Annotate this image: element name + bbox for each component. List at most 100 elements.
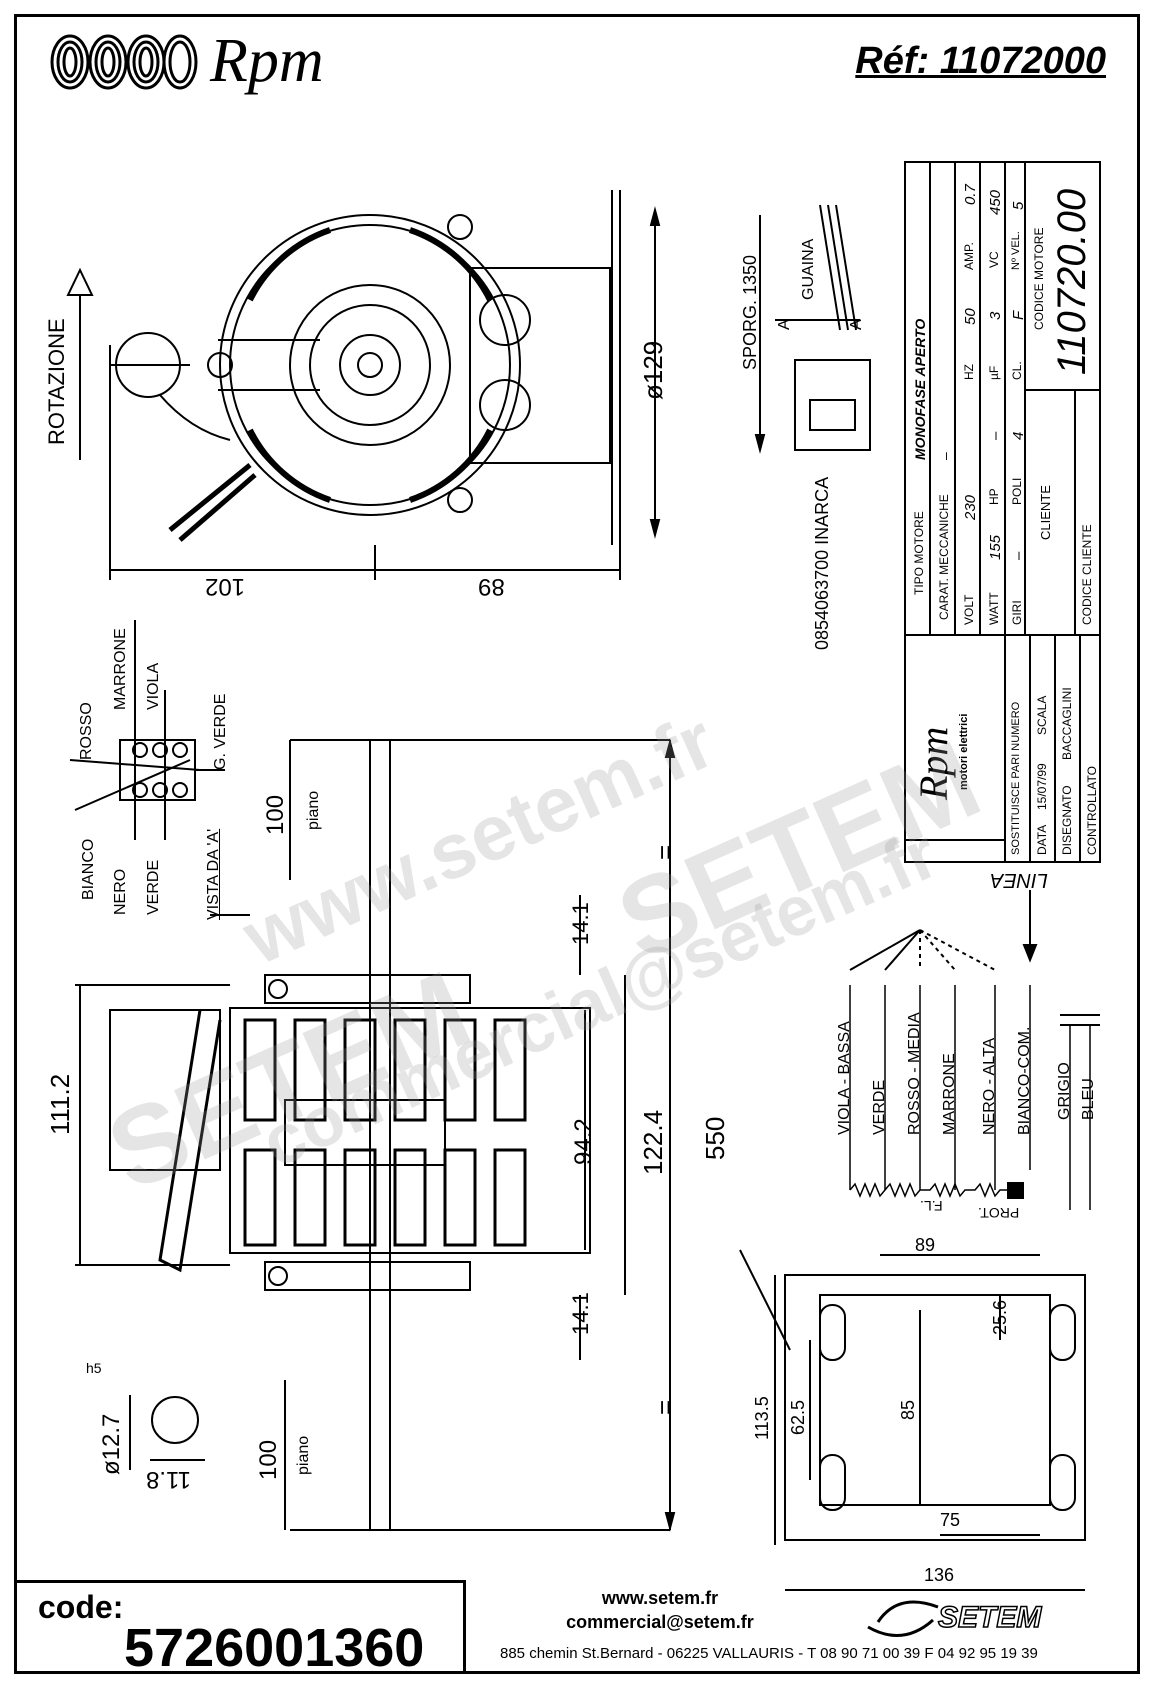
- tb-vc-value: 450: [987, 189, 1004, 215]
- shaft-flat: 11.8: [146, 1466, 191, 1493]
- dim-89-top: 89: [478, 573, 505, 600]
- tb-controllato-label: CONTROLLATO: [1085, 766, 1099, 855]
- tb-nvel-label: Nº VEL.: [1010, 231, 1022, 270]
- section-a-right: A: [848, 319, 865, 330]
- wire-g-verde: G. VERDE: [212, 693, 229, 770]
- tb-codice-motore: 110720.00: [1050, 188, 1094, 375]
- tb-nvel-value: 5: [1010, 201, 1027, 210]
- tb-watt-value: 155: [987, 534, 1004, 560]
- dim-14-1-bottom: 14.1: [568, 1292, 593, 1335]
- tb-poli-value: 4: [1010, 431, 1027, 440]
- tb-hz-label: HZ: [962, 364, 976, 380]
- drawing-frame: [14, 14, 1140, 1674]
- tb-giri-value: –: [1010, 551, 1027, 560]
- wiring-fl: F.L.: [920, 1198, 943, 1214]
- section-a-left: A: [776, 319, 793, 330]
- tb-amp-label: AMP.: [962, 242, 976, 270]
- dim-89-bracket: 89: [915, 1235, 936, 1255]
- tb-uf-value: 3: [987, 311, 1004, 320]
- code-label: code:: [38, 1589, 124, 1625]
- tb-disegnato-label: DISEGNATO: [1060, 785, 1074, 855]
- tb-watt-label: WATT: [987, 592, 1001, 625]
- tb-cl-value: F: [1010, 310, 1027, 320]
- wiring-viola-bassa: VIOLA - BASSA: [836, 1021, 853, 1135]
- wire-bianco: BIANCO: [80, 838, 97, 900]
- tb-data-label: DATA: [1035, 824, 1049, 855]
- footer-address: 885 chemin St.Bernard - 06225 VALLAURIS …: [500, 1645, 1038, 1662]
- wiring-rosso-media: ROSSO - MEDIA: [906, 1012, 923, 1135]
- wiring-nero-alta: NERO - ALTA: [981, 1037, 998, 1135]
- tb-cl-label: CL.: [1010, 361, 1024, 380]
- wire-verde: VERDE: [145, 859, 162, 915]
- dim-111-2: 111.2: [45, 1073, 75, 1135]
- guaina-label: GUAINA: [800, 238, 817, 300]
- setem-logo: SETEM: [858, 1592, 1108, 1647]
- tb-tipo-motore: MONOFASE APERTO: [912, 318, 928, 460]
- wire-marrone: MARRONE: [112, 628, 129, 710]
- brand-name: Rpm: [210, 27, 324, 95]
- linea-label: LINEA: [990, 869, 1048, 891]
- connector-part-no: 0854063700 INARCA: [812, 476, 832, 650]
- tb-carat-value: –: [937, 452, 953, 460]
- dim-102: 102: [205, 573, 246, 600]
- tb-codice-motore-label: CODICE MOTORE: [1032, 227, 1046, 330]
- dim-62-5: 62.5: [788, 1399, 808, 1435]
- wire-nero: NERO: [112, 868, 129, 915]
- sporg-label: SPORG. 1350: [740, 254, 760, 370]
- reference-number: Réf: 11072000: [855, 40, 1106, 82]
- piano-bottom: piano: [295, 1435, 312, 1475]
- tb-cliente-label: CLIENTE: [1038, 485, 1053, 540]
- dim-100-top: 100: [262, 794, 289, 835]
- dim-25-6: 25.6: [990, 1299, 1010, 1335]
- tb-carat-label: CARAT. MECCANICHE: [937, 494, 951, 620]
- wiring-grigio: GRIGIO: [1056, 1062, 1073, 1120]
- wire-rosso: ROSSO: [78, 702, 95, 760]
- dim-14-1-top: 14.1: [568, 902, 593, 945]
- dim-122-4: 122.4: [638, 1109, 668, 1175]
- rpm-logo: [48, 32, 198, 97]
- setem-logo-text: SETEM: [938, 1601, 1042, 1634]
- shaft-tolerance: h5: [86, 1360, 102, 1376]
- dim-136: 136: [924, 1565, 955, 1585]
- equal-bottom: =: [650, 1399, 680, 1415]
- footer-email[interactable]: commercial@setem.fr: [566, 1612, 754, 1632]
- dim-85: 85: [898, 1399, 918, 1420]
- wiring-prot: PROT.: [978, 1205, 1020, 1221]
- dim-113-5: 113.5: [752, 1396, 772, 1440]
- footer-website[interactable]: www.setem.fr: [601, 1588, 719, 1608]
- code-value: 5726001360: [124, 1618, 425, 1678]
- tb-hp-value: –: [987, 431, 1004, 440]
- tb-volt-value: 230: [962, 494, 979, 520]
- tb-scala-label: SCALA: [1035, 695, 1049, 735]
- tb-uf-label: µF: [987, 365, 1001, 380]
- piano-top: piano: [305, 790, 322, 830]
- tb-giri-label: GIRI: [1010, 600, 1024, 625]
- motor-end-outer: [219, 214, 521, 516]
- wiring-bleu: BLEU: [1080, 1078, 1097, 1120]
- tb-vc-label: VC: [987, 251, 1001, 268]
- dim-75: 75: [940, 1510, 961, 1530]
- tb-poli-label: POLI: [1010, 477, 1024, 505]
- dim-100-bottom: 100: [255, 1439, 282, 1480]
- diameter-129: ø129: [638, 340, 668, 400]
- tb-data-value: 15/07/99: [1035, 763, 1049, 810]
- wiring-verde: VERDE: [871, 1079, 888, 1135]
- tb-hz-value: 50: [962, 308, 979, 325]
- tb-amp-value: 0.7: [962, 184, 979, 205]
- wiring-bianco-com: BIANCO-COM.: [1016, 1026, 1033, 1135]
- tb-codice-cliente-label: CODICE CLIENTE: [1080, 524, 1094, 625]
- wire-viola: VIOLA: [145, 662, 162, 710]
- tb-volt-label: VOLT: [962, 594, 976, 625]
- shaft-diameter: ø12.7: [98, 1413, 125, 1475]
- wiring-marrone: MARRONE: [941, 1053, 958, 1135]
- tb-tipo-motore-label: TIPO MOTORE: [912, 511, 926, 595]
- wire-view-title: VISTA DA 'A': [205, 828, 222, 920]
- tb-sostituisce-label: SOSTITUISCE PARI NUMERO: [1010, 701, 1022, 855]
- code-box: code: 5726001360: [14, 1580, 466, 1678]
- tb-hp-label: HP: [987, 488, 1001, 505]
- tb-disegnato-value: BACCAGLINI: [1060, 687, 1074, 760]
- title-block: [904, 161, 1101, 863]
- dim-550: 550: [700, 1116, 730, 1160]
- dim-94-2: 94.2: [570, 1118, 597, 1165]
